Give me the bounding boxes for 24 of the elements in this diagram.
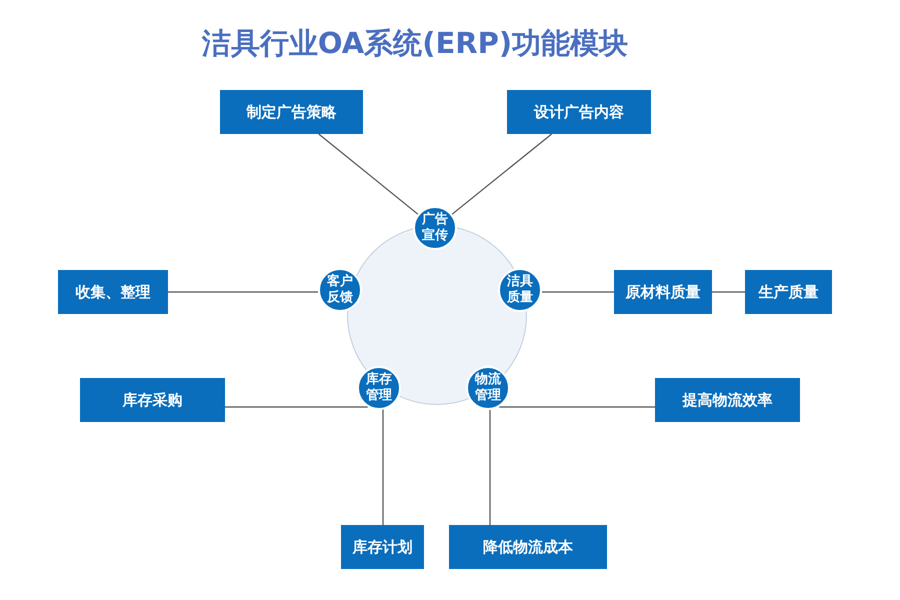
connector-line xyxy=(168,291,318,293)
function-box: 库存计划 xyxy=(341,525,424,569)
function-box: 制定广告策略 xyxy=(220,90,363,134)
function-box: 设计广告内容 xyxy=(507,90,651,134)
function-box: 收集、整理 xyxy=(58,270,168,314)
title: 洁具行业OA系统(ERP)功能模块 xyxy=(200,25,630,62)
connector-line xyxy=(452,134,552,215)
connector-line xyxy=(712,291,745,293)
function-box: 库存采购 xyxy=(80,378,225,422)
module-circle: 客户反馈 xyxy=(318,268,362,312)
connector-line xyxy=(542,291,614,293)
module-circle: 库存管理 xyxy=(357,366,401,410)
connector-line xyxy=(225,406,368,408)
module-circle: 广告宣传 xyxy=(413,206,457,250)
function-box: 提高物流效率 xyxy=(655,378,800,422)
module-circle: 物流管理 xyxy=(466,366,510,410)
connector-line xyxy=(489,410,491,525)
module-circle: 洁具质量 xyxy=(498,268,542,312)
function-box: 降低物流成本 xyxy=(449,525,607,569)
connector-line xyxy=(499,406,655,408)
connector-line xyxy=(318,134,418,215)
connector-line xyxy=(382,410,384,525)
function-box: 生产质量 xyxy=(745,270,832,314)
function-box: 原材料质量 xyxy=(614,270,712,314)
